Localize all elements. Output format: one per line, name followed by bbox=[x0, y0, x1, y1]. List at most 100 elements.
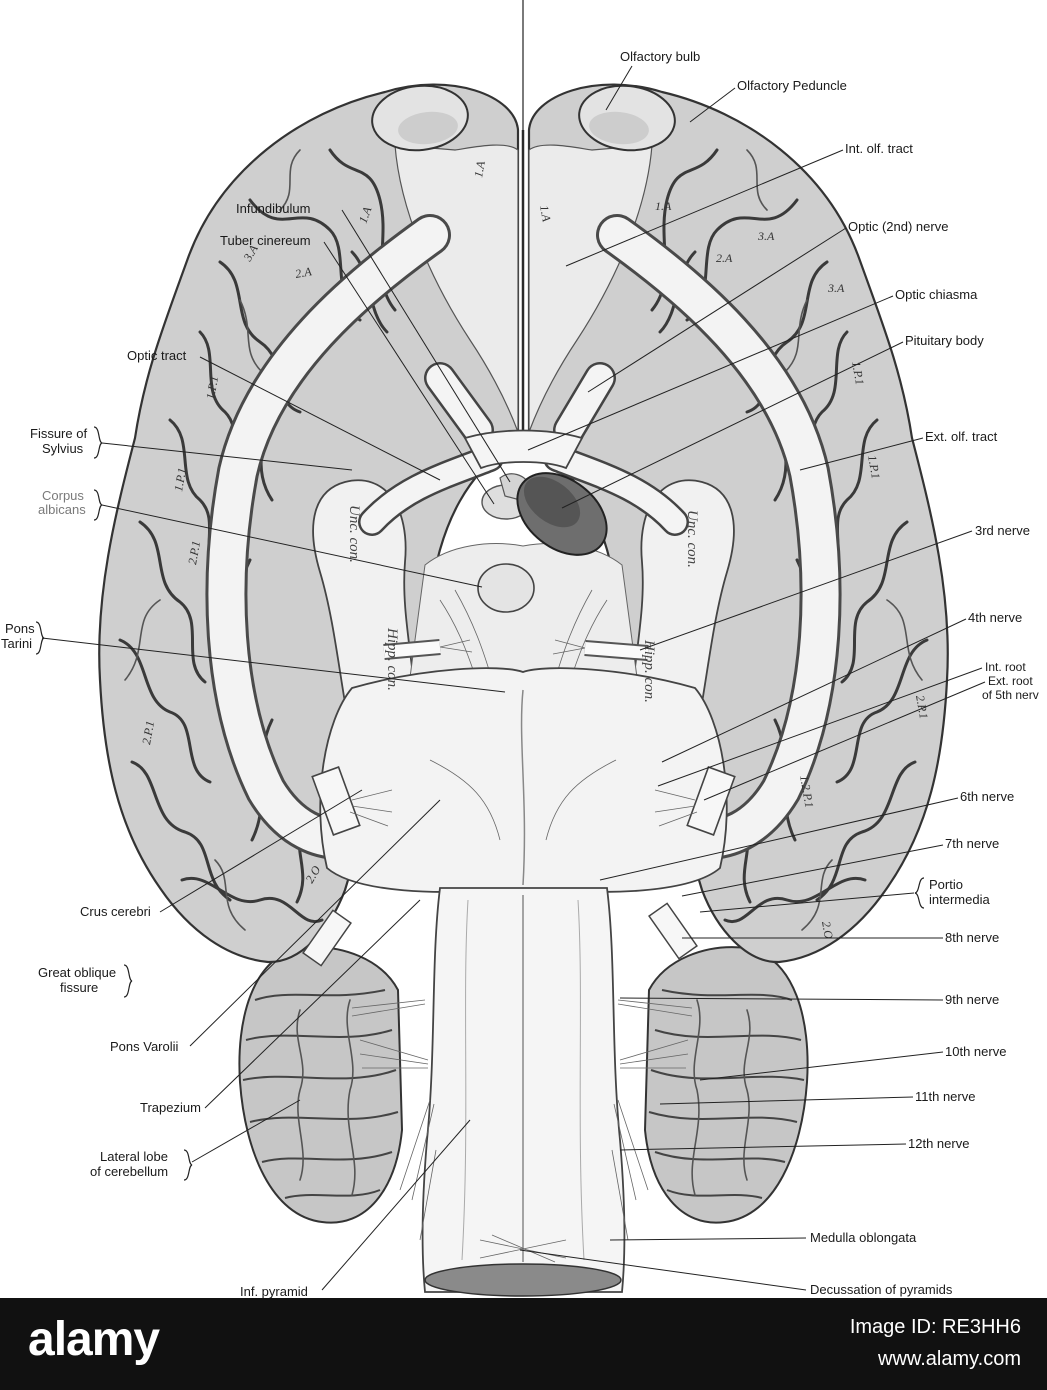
label-decussation: Decussation of pyramids bbox=[810, 1282, 953, 1297]
gyrus-mark: 1.A bbox=[655, 199, 672, 213]
label-ext-olf-tract: Ext. olf. tract bbox=[925, 429, 998, 444]
gyrus-mark: 2.P.1 bbox=[139, 720, 157, 746]
brace-portio-intermedia bbox=[914, 877, 925, 909]
gyrus-mark: 3.A bbox=[757, 229, 775, 243]
leader-pons-tarini bbox=[41, 637, 506, 693]
pyramid-boundary bbox=[461, 899, 585, 1261]
leader-tenth-nerve bbox=[699, 1051, 944, 1081]
label-int-olf-tract: Int. olf. tract bbox=[845, 141, 913, 156]
label-of-fifth-nerve: of 5th nerv bbox=[982, 688, 1039, 702]
label-great-oblique: Great oblique bbox=[38, 965, 116, 980]
optic-tract-left bbox=[360, 446, 502, 534]
label-medulla-oblongata: Medulla oblongata bbox=[810, 1230, 917, 1245]
leader-sixth-nerve bbox=[599, 797, 959, 881]
third-nerve-left bbox=[383, 641, 441, 658]
label-portio: Portio bbox=[929, 877, 963, 892]
label-ext-root: Ext. root bbox=[988, 674, 1033, 688]
leader-olfactory-peduncle bbox=[689, 87, 736, 123]
corpus-albicans bbox=[477, 563, 535, 613]
leader-eleventh-nerve bbox=[659, 1096, 914, 1105]
label-sixth-nerve: 6th nerve bbox=[960, 789, 1014, 804]
label-crus-cerebri: Crus cerebri bbox=[80, 904, 151, 919]
label-lateral-lobe: Lateral lobe bbox=[100, 1149, 168, 1164]
label-of-cerebellum: of cerebellum bbox=[90, 1164, 168, 1179]
gyrus-mark: 1.2.P.1 bbox=[797, 774, 816, 809]
leader-third-nerve bbox=[639, 530, 973, 651]
label-optic-chiasma: Optic chiasma bbox=[895, 287, 978, 302]
hipp-con-left-label: Hipp. con. bbox=[384, 627, 400, 691]
label-ninth-nerve: 9th nerve bbox=[945, 992, 999, 1007]
leader-twelfth-nerve bbox=[619, 1143, 907, 1151]
label-tenth-nerve: 10th nerve bbox=[945, 1044, 1006, 1059]
cranial-nerve-fibres-left bbox=[351, 999, 437, 1241]
label-seventh-nerve: 7th nerve bbox=[945, 836, 999, 851]
label-int-root: Int. root bbox=[985, 660, 1026, 674]
leader-pons-varolii bbox=[189, 799, 441, 1047]
leader-ext-root bbox=[703, 681, 986, 801]
gyrus-mark: 1.A bbox=[537, 204, 554, 223]
label-corpus: Corpus bbox=[42, 488, 84, 503]
leader-fissure-of-sylvius bbox=[101, 442, 353, 471]
label-intermedia: intermedia bbox=[929, 892, 990, 907]
leader-lateral-lobe bbox=[191, 1099, 301, 1163]
label-third-nerve: 3rd nerve bbox=[975, 523, 1030, 538]
unc-con-right-label: Unc. con. bbox=[684, 510, 700, 568]
label-pons-varolii: Pons Varolii bbox=[110, 1039, 179, 1054]
gyrus-mark: 1.A bbox=[471, 159, 488, 178]
label-eighth-nerve: 8th nerve bbox=[945, 930, 999, 945]
label-pituitary-body: Pituitary body bbox=[905, 333, 984, 348]
hipp-con-right-label: Hipp. con. bbox=[641, 639, 657, 703]
gyrus-mark: 2.A bbox=[716, 251, 733, 265]
leader-tuber-cinereum bbox=[323, 241, 495, 505]
brace-great-oblique-fissure bbox=[123, 964, 133, 998]
optic-tract-right bbox=[545, 446, 687, 534]
label-eleventh-nerve: 11th nerve bbox=[915, 1089, 975, 1104]
leader-seventh-nerve bbox=[681, 844, 944, 897]
label-sylvius: Sylvius bbox=[42, 441, 84, 456]
label-albicans: albicans bbox=[38, 502, 86, 517]
label-infundibulum: Infundibulum bbox=[236, 201, 310, 216]
label-inf-pyramid: Inf. pyramid bbox=[240, 1284, 308, 1298]
leader-olfactory-bulb bbox=[605, 65, 633, 111]
label-fourth-nerve: 4th nerve bbox=[968, 610, 1022, 625]
leader-optic-chiasma bbox=[527, 295, 894, 451]
leader-fourth-nerve bbox=[661, 618, 967, 763]
gyrus-mark: 2.O bbox=[819, 920, 836, 940]
label-optic-tract: Optic tract bbox=[127, 348, 187, 363]
leader-infundibulum bbox=[341, 209, 511, 483]
gyrus-mark: 2.A bbox=[294, 264, 313, 281]
optic-nerve-right bbox=[555, 364, 614, 444]
brace-pons-tarini bbox=[35, 621, 45, 655]
third-nerve-right bbox=[584, 642, 649, 659]
leader-int-olf-tract bbox=[565, 149, 844, 267]
pons-median-groove bbox=[520, 689, 526, 886]
brain-base-diagram: Unc. con. Hipp. con. Unc. con. Hipp. con… bbox=[1, 0, 1039, 1298]
label-fissure-of: Fissure of bbox=[30, 426, 87, 441]
gyrus-mark: 2.P.1 bbox=[913, 694, 931, 720]
gyrus-mark: 1.P.1 bbox=[203, 375, 221, 401]
leader-optic-nerve bbox=[587, 227, 847, 393]
crus-striation bbox=[439, 589, 608, 691]
leader-optic-tract bbox=[199, 356, 441, 481]
fifth-nerve-right bbox=[686, 766, 736, 836]
decussation-fibres bbox=[479, 1234, 567, 1263]
pons-striation bbox=[429, 759, 617, 841]
gyrus-mark: 2.P.1 bbox=[185, 540, 203, 566]
site-url-text: www.alamy.com bbox=[878, 1348, 1021, 1370]
label-optic-nerve: Optic (2nd) nerve bbox=[848, 219, 948, 234]
leader-inf-pyramid bbox=[321, 1119, 471, 1291]
leader-ext-olf-tract bbox=[799, 437, 924, 471]
gyrus-mark: 1.A bbox=[356, 204, 375, 225]
leader-medulla-oblongata bbox=[609, 1237, 807, 1241]
leader-int-root bbox=[657, 667, 983, 787]
brace-corpus-albicans bbox=[93, 489, 103, 521]
brace-lateral-lobe bbox=[183, 1149, 193, 1181]
image-id-text: Image ID: RE3HH6 bbox=[849, 1316, 1021, 1338]
label-fissure: fissure bbox=[60, 980, 98, 995]
alamy-logo: alamy bbox=[28, 1313, 160, 1366]
optic-chiasma bbox=[463, 429, 584, 470]
watermark-bar: alamy Image ID: RE3HH6 www.alamy.com bbox=[0, 1298, 1047, 1390]
seventh-eighth-nerve-left bbox=[302, 909, 352, 967]
gyrus-mark: 3.A bbox=[827, 281, 845, 295]
label-tarini: Tarini bbox=[1, 636, 32, 651]
